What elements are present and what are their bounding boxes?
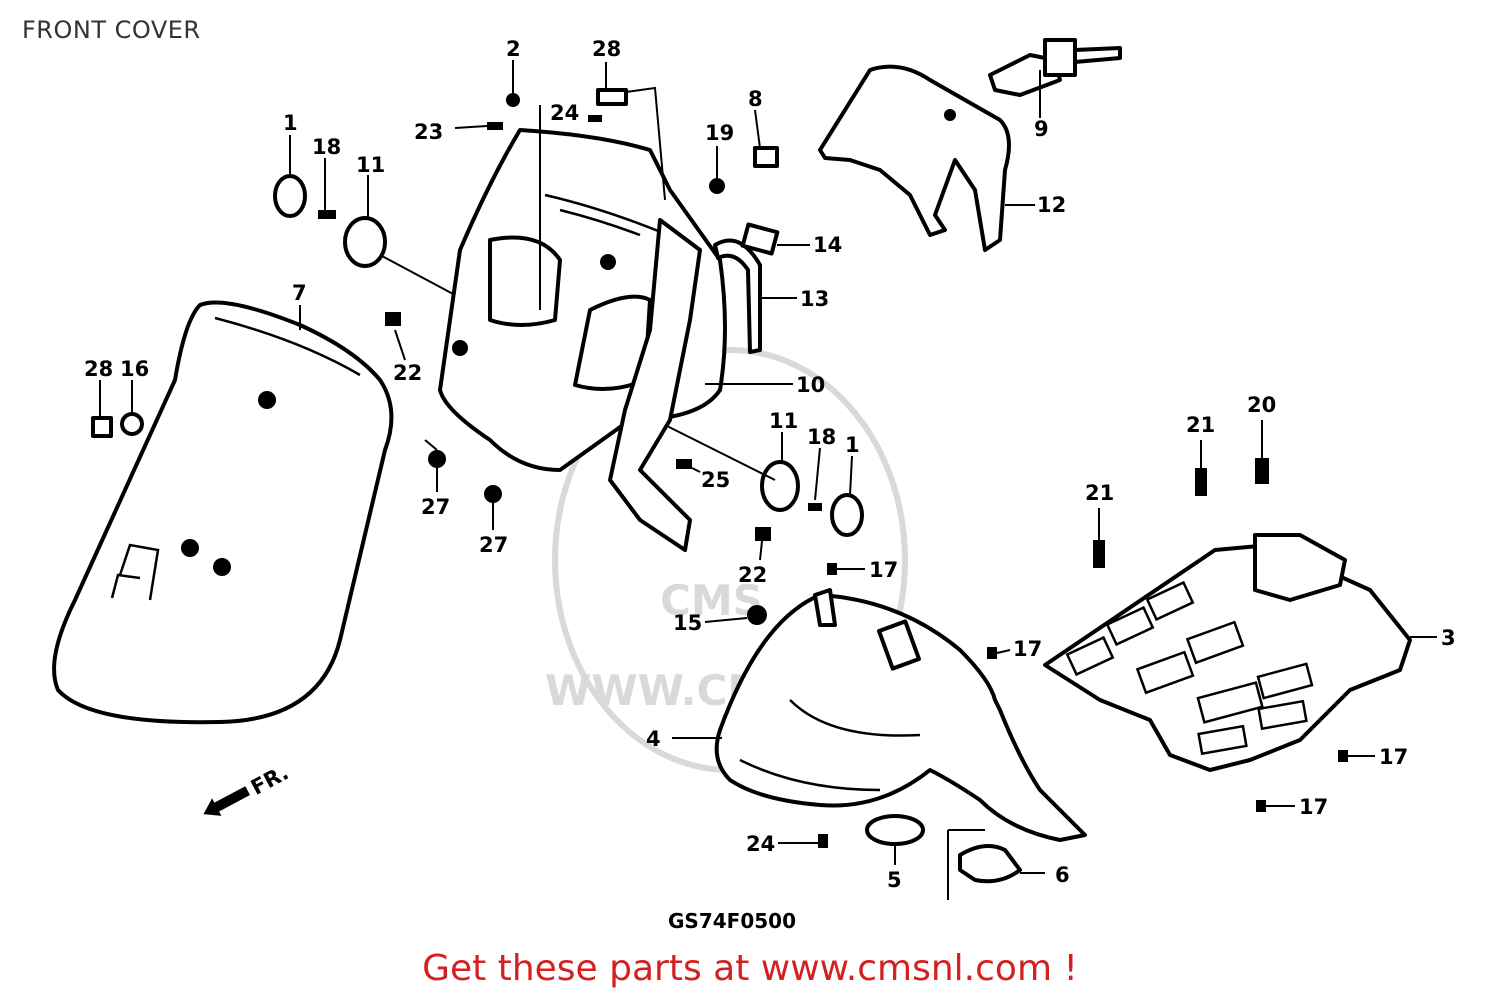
clip-22b [755,527,771,541]
front-direction-arrow: FR. [203,760,293,816]
callout-15: 15 [673,611,702,635]
clip-17d [1256,800,1266,812]
callout-20: 20 [1247,393,1276,417]
callout-27: 27 [421,495,450,519]
callout-8: 8 [748,87,763,111]
callout-7: 7 [292,281,307,305]
screw-24a [588,115,602,122]
callout-9: 9 [1034,117,1049,141]
callout-23: 23 [414,120,443,144]
callout-17: 17 [1013,637,1042,661]
part-inner-fender [714,588,1087,842]
screw-25 [676,459,692,469]
callout-1: 1 [283,111,298,135]
callout-25: 25 [701,468,730,492]
callout-19: 19 [705,121,734,145]
callout-labels: 1 1 2 3 4 5 6 7 8 9 10 11 11 12 13 14 15… [84,37,1456,892]
callout-13: 13 [800,287,829,311]
nut-19 [709,178,725,194]
part-clip-6 [958,844,1022,884]
drawing-code: GS74F0500 [668,909,796,933]
callout-5: 5 [887,868,902,892]
callout-6: 6 [1055,863,1070,887]
callout-21: 21 [1186,413,1215,437]
callout-22: 22 [393,361,422,385]
callout-11: 11 [356,153,385,177]
callout-16: 16 [120,357,149,381]
clip-22a [385,312,401,326]
callout-18: 18 [807,425,836,449]
clip-17b [987,647,997,659]
nut-16 [120,412,144,436]
part-clip-14 [740,222,780,256]
callout-18: 18 [312,135,341,159]
watermark-brand: CMS [660,576,763,625]
part-front-cover-panel [52,300,394,725]
callout-17: 17 [869,558,898,582]
callout-27: 27 [479,533,508,557]
grommet-27a [428,450,446,468]
page-title: FRONT COVER [22,16,201,44]
part-emblem [865,814,925,846]
callout-11: 11 [769,409,798,433]
callout-22: 22 [738,563,767,587]
part-rod [713,238,762,354]
bolt-21a [1195,468,1207,496]
callout-14: 14 [813,233,842,257]
part-floor-tray [1043,533,1412,772]
grommet-11a [343,216,387,268]
part-inner-cover [438,128,727,552]
callout-24: 24 [746,832,775,856]
clip-17a [827,563,837,575]
nut-2 [506,93,520,107]
clip-8 [753,146,779,168]
fasteners [91,88,1348,848]
cap-1b [830,493,864,537]
clip-17c [1338,750,1348,762]
part-key-switch [988,38,1122,97]
callout-17: 17 [1299,795,1328,819]
leader-lines [99,60,1437,874]
callout-17: 17 [1379,745,1408,769]
parts-link-banner[interactable]: Get these parts at www.cmsnl.com ! [422,948,1078,989]
screw-23 [487,122,503,130]
callout-3: 3 [1441,626,1456,650]
bolt-21b [1093,540,1105,568]
screw-18a [318,210,336,219]
callout-2: 2 [506,37,521,61]
callout-24: 24 [550,101,579,125]
callout-28: 28 [84,357,113,381]
direction-label: FR. [247,760,293,799]
clip-28a [596,88,628,106]
callout-28: 28 [592,37,621,61]
callout-4: 4 [646,727,661,751]
screw-18b [808,503,822,511]
nut-15 [747,605,767,625]
grommet-27b [484,485,502,503]
callout-21: 21 [1085,481,1114,505]
cap-1a [273,174,307,218]
part-bracket [818,64,1011,252]
screw-24b [818,834,828,848]
clip-28b [91,416,113,438]
callout-10: 10 [796,373,825,397]
callout-12: 12 [1037,193,1066,217]
grommet-11b [760,460,800,512]
callout-1: 1 [845,433,860,457]
bolt-20 [1255,458,1269,484]
